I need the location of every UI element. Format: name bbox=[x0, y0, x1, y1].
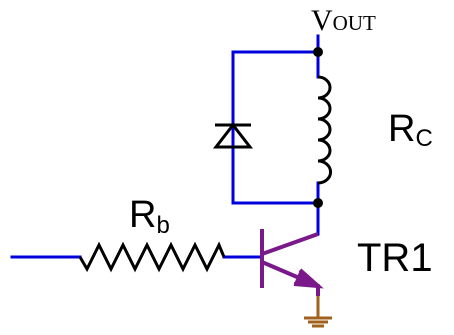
rb-label: Rb bbox=[129, 194, 170, 239]
vout-label: VOUT bbox=[311, 4, 376, 37]
transistor-label: TR1 bbox=[357, 236, 433, 280]
rb-label-sub: b bbox=[156, 212, 169, 239]
junction-dot-collector bbox=[313, 198, 323, 208]
rc-label: RC bbox=[388, 108, 433, 152]
transistor-tr1 bbox=[260, 229, 324, 296]
ground-symbol bbox=[304, 296, 332, 328]
transistor-collector bbox=[261, 232, 319, 256]
rc-label-main: R bbox=[388, 108, 415, 150]
diode-triangle bbox=[212, 122, 254, 149]
flyback-diode bbox=[212, 122, 254, 149]
emitter-arrow bbox=[293, 268, 324, 289]
vout-label-sub: OUT bbox=[333, 11, 376, 35]
base-resistor-rb bbox=[78, 241, 226, 273]
vout-label-main: V bbox=[311, 4, 333, 37]
diode-left-branch-wire bbox=[231, 50, 320, 205]
relay-coil-inductor bbox=[317, 75, 333, 185]
junction-dot-vout bbox=[313, 47, 323, 57]
rb-label-main: R bbox=[129, 194, 156, 236]
rc-label-sub: C bbox=[415, 125, 432, 152]
